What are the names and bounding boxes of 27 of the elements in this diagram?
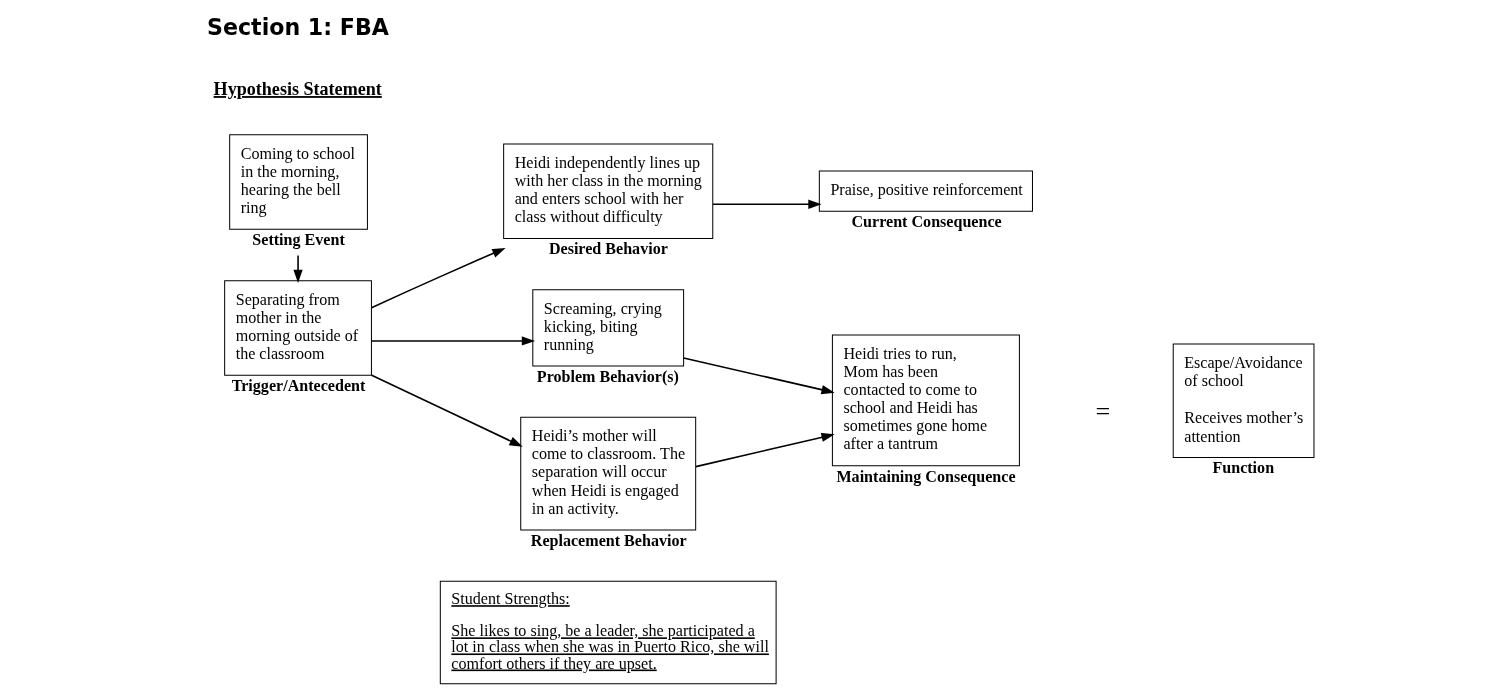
node-box: Praise, positive reinforcement — [818, 170, 1033, 212]
node-box: Escape/Avoidance of school Receives mother’s attention — [1172, 343, 1314, 459]
node-box: Student Strengths: She likes to sing, be a leader, she participated a lot in class when she was in Puerto Rico, she will comfort others if they are upset. — [439, 580, 777, 685]
arrow — [370, 247, 506, 309]
node-box: Heidi tries to run, Mom has been contacted to come to school and Heidi has sometimes gone home after a tantrum — [831, 334, 1020, 467]
arrow — [370, 374, 523, 447]
node-label: Desired Behavior — [548, 240, 668, 258]
arrow — [370, 336, 535, 346]
node-label: Setting Event — [251, 231, 345, 249]
node-label: Function — [1211, 459, 1274, 477]
node-box: Separating from mother in the morning outside of the classroom — [223, 280, 372, 376]
arrow — [694, 432, 835, 468]
node-box: Heidi independently lines up with her class in the morning and enters school with her class without difficulty — [502, 143, 713, 239]
arrow — [711, 199, 822, 209]
label: Section 1: FBA — [206, 13, 389, 40]
node-label: Maintaining Consequence — [835, 467, 1016, 485]
arrow — [682, 357, 835, 395]
node-label: Replacement Behavior — [530, 531, 687, 549]
node-box: Heidi’s mother will come to classroom. The separation will occur when Heidi is engaged in an activity. — [519, 416, 696, 531]
node-label: Trigger/Antecedent — [231, 377, 365, 395]
node-box: Coming to school in the morning, hearing the bell ring — [228, 134, 368, 230]
node-box: Screaming, crying kicking, biting running — [531, 289, 684, 367]
arrow — [292, 254, 303, 284]
node-label: Problem Behavior(s) — [536, 367, 679, 385]
node-label: Current Consequence — [851, 213, 1002, 231]
label: Hypothesis Statement — [213, 79, 382, 100]
label: = — [1094, 396, 1110, 426]
